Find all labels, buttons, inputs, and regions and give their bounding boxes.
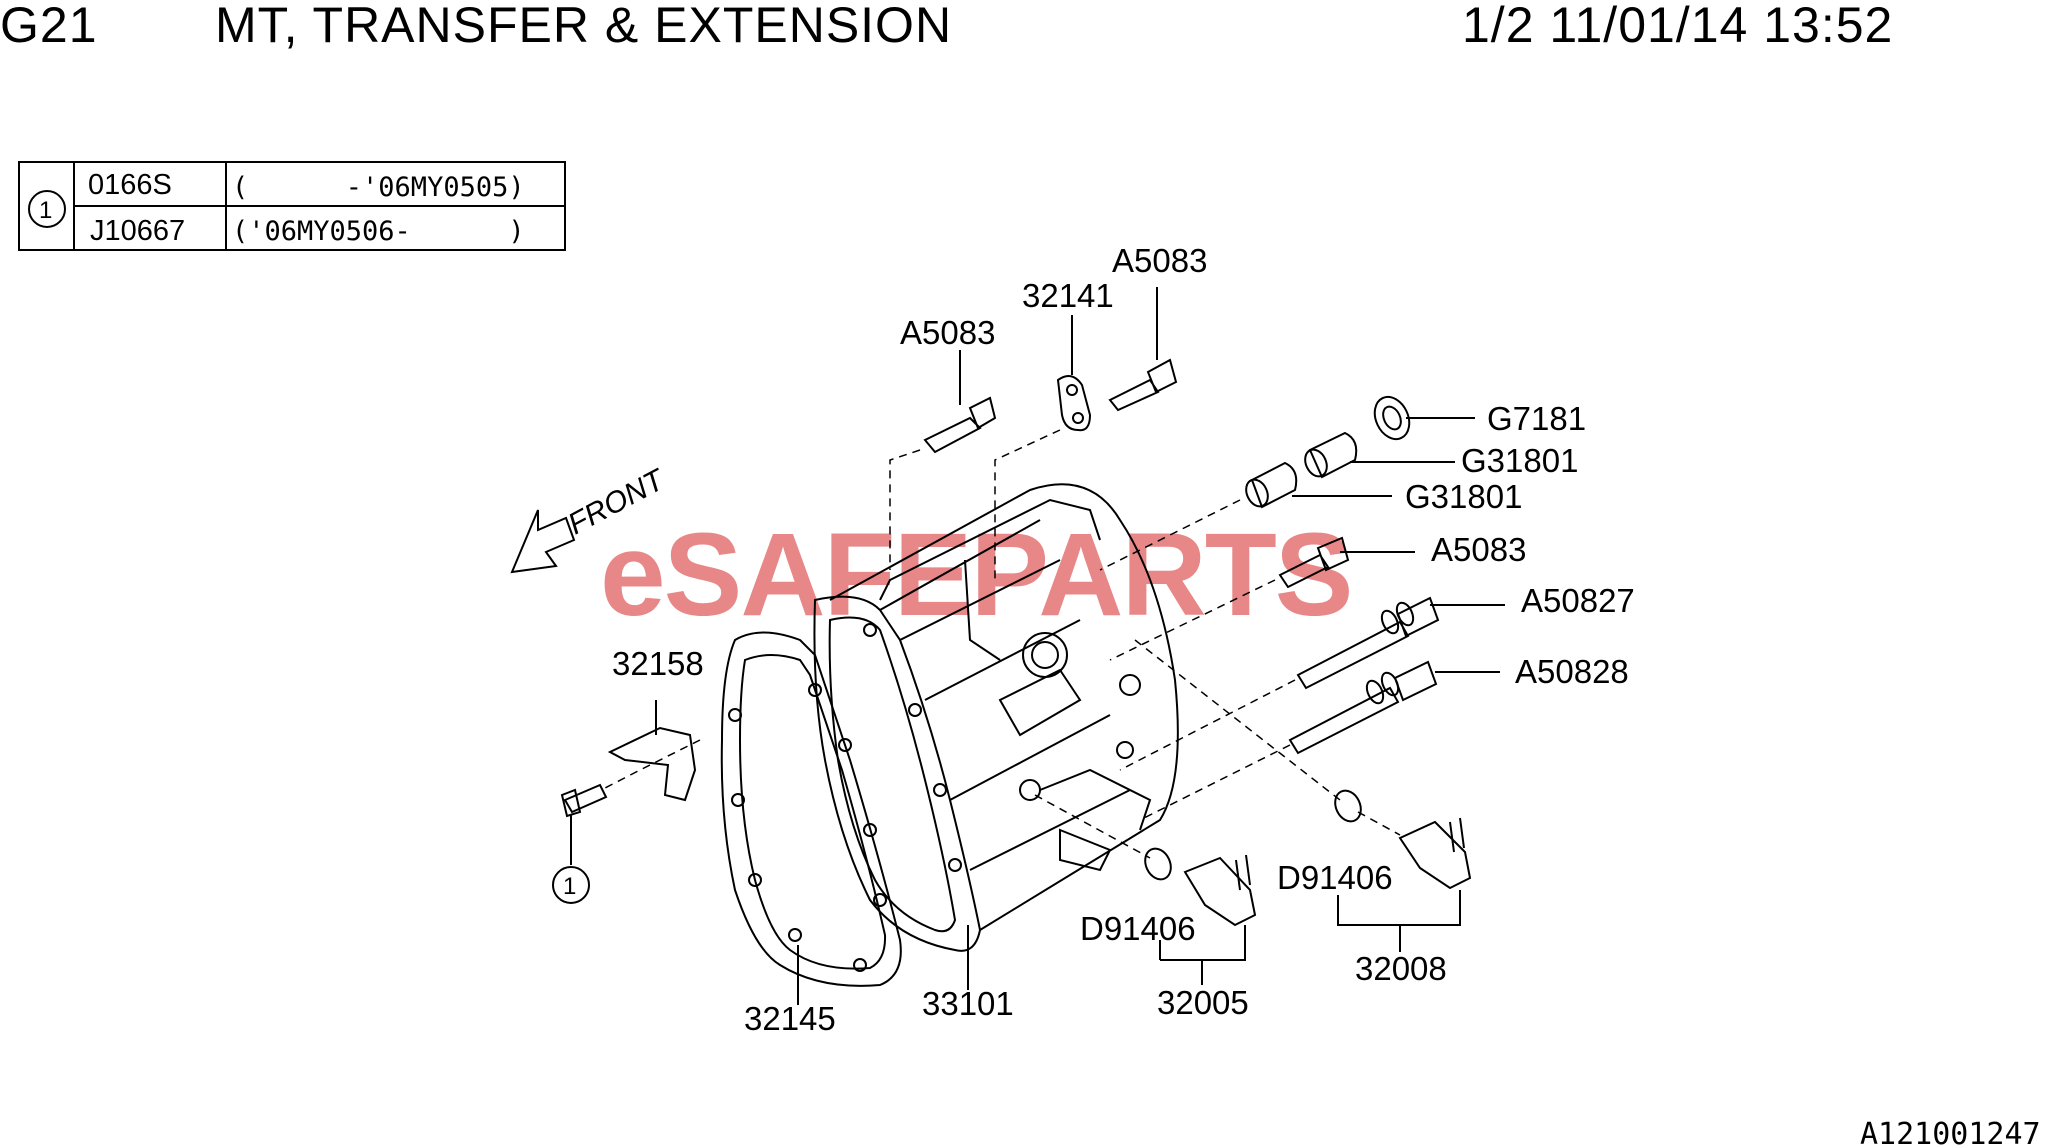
leader-lines [570, 287, 1505, 1005]
switch-32008-icon [1398, 820, 1472, 890]
bolt-a5083-left-icon [923, 396, 997, 454]
section-code: G21 [0, 0, 98, 53]
assembly-lines [604, 429, 1401, 859]
table-range-2: ('06MY0506- ) [232, 216, 525, 247]
callout-g7181: G7181 [1487, 400, 1586, 437]
bolt-ref1-icon [560, 783, 608, 818]
callout-33101: 33101 [922, 985, 1014, 1022]
front-arrow-icon [510, 509, 576, 574]
table-part-2: J10667 [90, 215, 185, 247]
bolt-a5083-top-icon [1108, 358, 1178, 412]
table-part-1: 0166S [88, 169, 172, 201]
bushing-g31801-a-icon [1308, 431, 1358, 479]
callout-32145: 32145 [744, 1000, 836, 1037]
watermark: eSAFEPARTS [600, 509, 1352, 641]
callout-32141: 32141 [1022, 277, 1114, 314]
bolt-a50828-icon [1288, 660, 1438, 755]
callout-g31801-a: G31801 [1461, 442, 1578, 479]
gasket-32141-icon [1056, 375, 1092, 432]
oring-d91406-right-icon [1334, 789, 1362, 823]
callout-g31801-b: G31801 [1405, 478, 1522, 515]
seal-g7181-icon [1373, 395, 1411, 441]
switch-32005-icon [1183, 856, 1257, 927]
callout-a5083-top: A5083 [1112, 242, 1207, 279]
callout-a50827: A50827 [1521, 582, 1635, 619]
bolt-a50827-icon [1296, 596, 1440, 690]
callout-ref-circle: 1 [563, 873, 576, 900]
bolt-a5083-right-icon [1278, 536, 1350, 589]
ref-circle-icon [28, 190, 66, 228]
bushing-g31801-b-icon [1250, 461, 1298, 509]
small-parts [560, 358, 1472, 927]
page-title: MT, TRANSFER & EXTENSION [215, 0, 953, 53]
callout-a5083-left: A5083 [900, 314, 995, 351]
callout-32008: 32008 [1355, 950, 1447, 987]
callout-a50828: A50828 [1515, 653, 1629, 690]
diagram-code: A121001247 [1860, 1117, 2041, 1148]
callout-d91406-left: D91406 [1080, 910, 1196, 947]
table-range-1: ( -'06MY0505) [232, 172, 525, 203]
page-date: 1/2 11/01/14 13:52 [1462, 0, 1894, 53]
callout-d91406-right: D91406 [1277, 859, 1393, 896]
ref-circle-icon [552, 866, 590, 904]
applicability-table [18, 161, 566, 251]
oring-d91406-left-icon [1144, 847, 1172, 881]
callout-32005: 32005 [1157, 984, 1249, 1021]
table-ref-symbol: 1 [39, 197, 52, 224]
callout-32158: 32158 [612, 645, 704, 682]
bracket-32158-icon [607, 726, 697, 802]
callout-a5083-right: A5083 [1431, 531, 1526, 568]
